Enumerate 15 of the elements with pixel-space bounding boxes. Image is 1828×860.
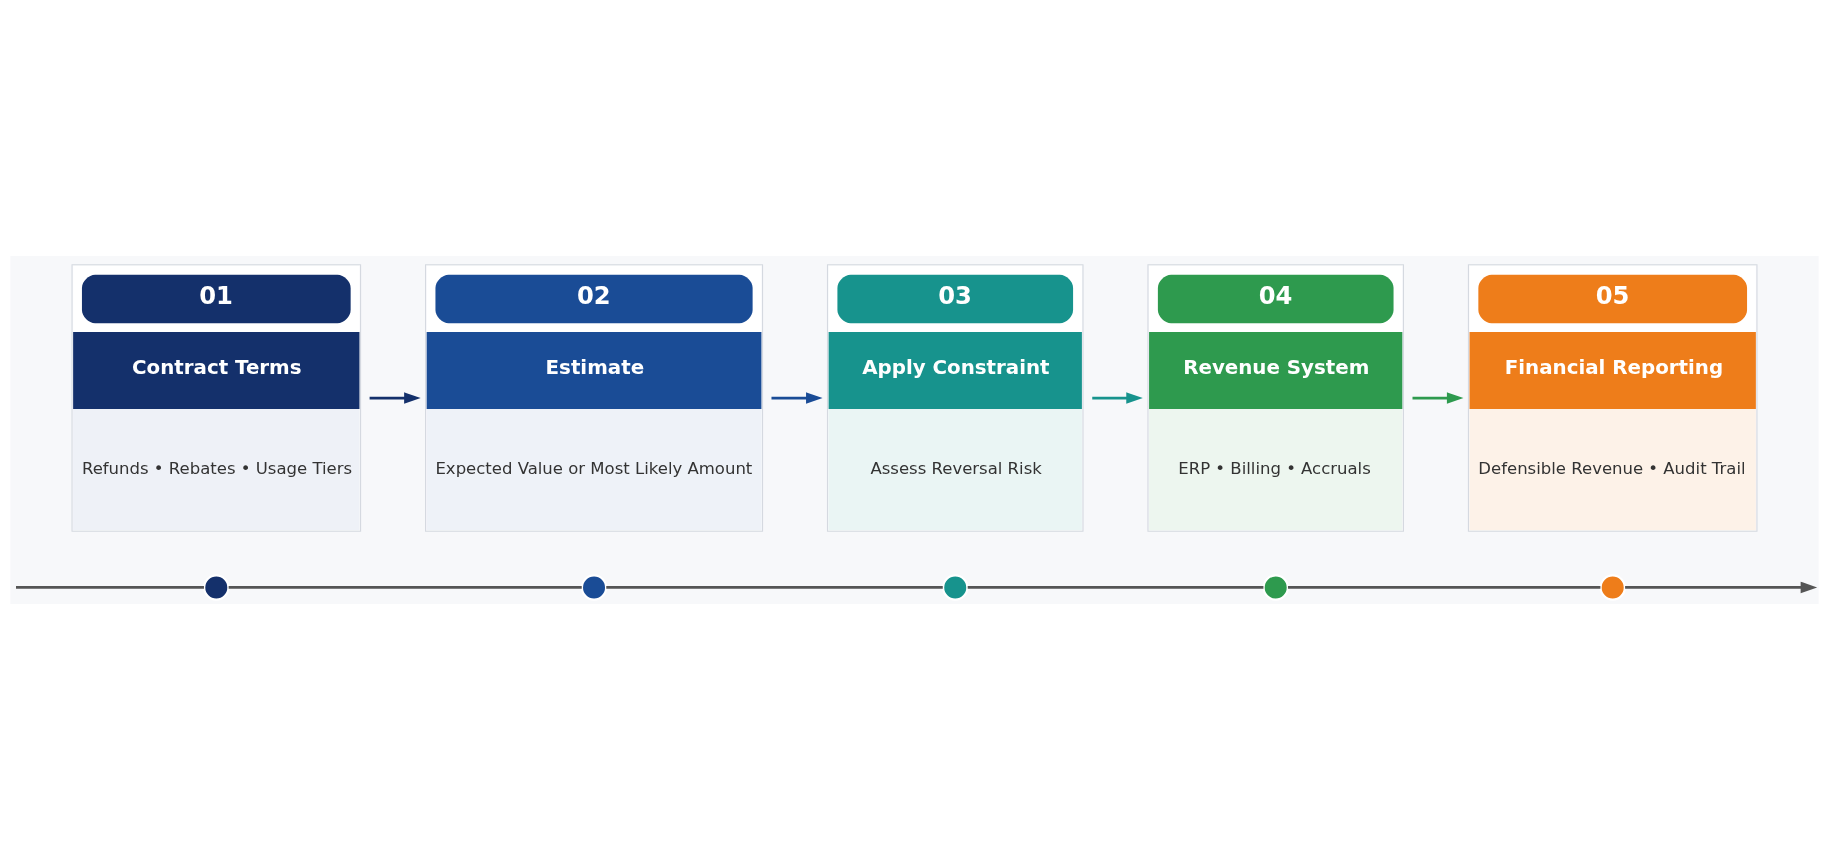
node-circle bbox=[941, 574, 968, 601]
arrow bbox=[1412, 392, 1463, 404]
arrow bbox=[1091, 392, 1143, 404]
connector bbox=[15, 586, 204, 589]
node-circle bbox=[202, 574, 229, 601]
node-circle bbox=[580, 574, 607, 601]
node-circle bbox=[1599, 574, 1626, 601]
arrow bbox=[771, 392, 823, 404]
connector bbox=[1287, 586, 1600, 589]
arrow bbox=[1624, 581, 1817, 594]
connector bbox=[967, 586, 1263, 589]
connector bbox=[605, 586, 943, 589]
node-circle bbox=[1262, 574, 1289, 601]
arrow bbox=[369, 392, 421, 404]
connector bbox=[228, 586, 582, 589]
